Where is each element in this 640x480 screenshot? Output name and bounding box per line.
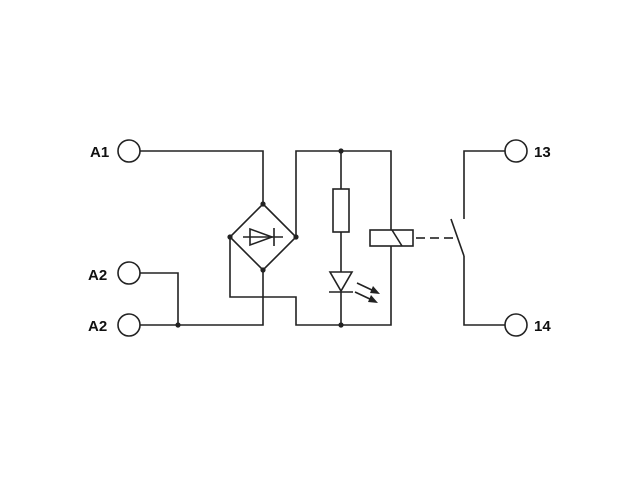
- terminal-label-13: 13: [534, 144, 551, 161]
- led-icon: [328, 271, 380, 303]
- terminal-label-a1: A1: [90, 144, 109, 161]
- resistor-icon: [332, 188, 350, 233]
- terminal-a1: [117, 139, 141, 163]
- terminal-a2-top: [117, 261, 141, 285]
- terminal-label-a2-top: A2: [88, 267, 107, 284]
- terminal-label-14: 14: [534, 318, 551, 335]
- normally-open-contact-icon: [450, 150, 506, 326]
- rectifier-output-wiring: [229, 150, 392, 326]
- terminal-14: [504, 313, 528, 337]
- input-wiring: [140, 150, 264, 326]
- terminal-label-a2-bottom: A2: [88, 318, 107, 335]
- resistor-led-branch: [328, 148, 380, 328]
- junction-a2: [175, 322, 181, 328]
- relay-coil-icon: [369, 229, 414, 247]
- terminal-a2-bottom: [117, 313, 141, 337]
- bridge-rectifier-icon: [227, 201, 299, 273]
- terminal-13: [504, 139, 528, 163]
